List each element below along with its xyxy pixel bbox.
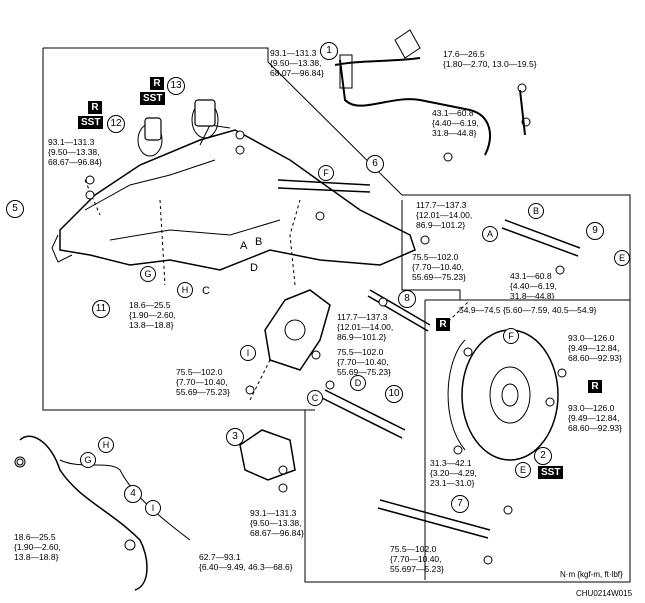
units-legend: N·m {kgf-m, ft·lbf} <box>560 570 623 579</box>
lateral-link <box>501 219 581 257</box>
dust-shield <box>447 339 466 451</box>
special-tool-marker: SST <box>78 116 104 129</box>
knuckle <box>264 289 331 371</box>
part-callout-11: 11 <box>92 300 110 318</box>
torque-spec: 93.0—126.0{9.49—12.84,68.60—92.93} <box>568 333 622 363</box>
figure-code: CHU0214W015 <box>576 589 633 598</box>
bushing-12 <box>144 117 162 141</box>
part-callout-13: 13 <box>167 77 185 95</box>
replace-marker: R <box>150 77 164 90</box>
torque-spec: 75.5—102.0{7.70—10.40,55.69—75.23} <box>412 252 466 282</box>
part-callout-6: 6 <box>366 155 384 173</box>
ref-letter-h: H <box>177 282 193 298</box>
part-callout-7: 7 <box>451 495 469 513</box>
toe-link <box>367 289 431 332</box>
torque-spec: 54.9—74.5 {5.60—7.59, 40.5—54.9} <box>459 305 597 315</box>
ref-letter-e: E <box>614 250 630 266</box>
ref-letter-f: F <box>318 165 334 181</box>
ref-letter-g: G <box>140 266 156 282</box>
torque-spec: 75.5—102.0{7.70—10.40,55.69—75.23} <box>337 347 391 377</box>
replace-marker: R <box>436 318 450 331</box>
part-callout-1: 1 <box>320 42 338 60</box>
ref-letter-h: H <box>98 437 114 453</box>
torque-spec: 75.5—102.0{7.70—10.40,55.69—75.23} <box>176 367 230 397</box>
ref-letter-i: I <box>145 500 161 516</box>
torque-spec: 18.6—25.5{1.90—2.60,13.8—18.8} <box>14 532 61 562</box>
bushing-13 <box>194 99 216 127</box>
ref-letter-g: G <box>80 452 96 468</box>
part-callout-10: 10 <box>385 385 403 403</box>
torque-spec: 93.1—131.3{9.50—13.38,68.07—96.84} <box>270 48 324 78</box>
ref-letter-e: E <box>515 462 531 478</box>
ref-letter-a: A <box>240 240 248 252</box>
ref-letter-b: B <box>528 203 544 219</box>
knuckle-box <box>304 299 631 583</box>
part-callout-5: 5 <box>6 200 24 218</box>
torque-spec: 43.1—60.8{4.40—6.19,31.8—44.8} <box>432 108 479 138</box>
part-callout-8: 8 <box>398 290 416 308</box>
bracket <box>239 429 296 481</box>
torque-spec: 62.7—93.1{6.40—9.49, 46.3—68.6} <box>199 552 293 572</box>
lower-arm <box>321 389 406 439</box>
torque-spec: 75.5—102.0{7.70—10.40,55.697—5.23} <box>390 544 444 574</box>
part-callout-3: 3 <box>226 428 244 446</box>
stabilizer-bar <box>334 57 491 156</box>
torque-spec: 93.1—131.3{9.50—13.38,68.67—96.84} <box>250 508 304 538</box>
ref-letter-d: D <box>350 375 366 391</box>
parking-brake-cable <box>19 435 148 591</box>
rear-link <box>377 499 491 539</box>
special-tool-marker: SST <box>140 92 166 105</box>
ref-letter-b: B <box>255 236 263 248</box>
left-frame-edge <box>42 48 315 411</box>
ref-letter-i: I <box>240 345 256 361</box>
brake-rotor <box>461 329 559 461</box>
ref-letter-a: A <box>482 226 498 242</box>
torque-spec: 17.6—26.5{1.80—2.70, 13.0—19.5} <box>443 49 537 69</box>
part-callout-12: 12 <box>107 115 125 133</box>
part-callout-2: 2 <box>534 447 552 465</box>
ref-letter-d: D <box>250 262 258 274</box>
torque-spec: 31.3—42.1{3.20—4.29,23.1—31.0} <box>430 458 477 488</box>
torque-spec: 117.7—137.3{12.01—14.00,86.9—101.2} <box>416 200 473 230</box>
torque-spec: 18.6—25.5{1.90—2.60,13.8—18.8} <box>129 300 176 330</box>
main-frame-outline <box>43 47 631 301</box>
replace-marker: R <box>588 380 602 393</box>
torque-spec: 93.1—131.3{9.50—13.38,68.67—96.84} <box>48 137 102 167</box>
part-callout-4: 4 <box>124 485 142 503</box>
special-tool-marker: SST <box>538 466 564 479</box>
ref-letter-c: C <box>202 285 210 297</box>
torque-spec: 93.0—126.0{9.49—12.84,68.60—92.93} <box>568 403 622 433</box>
part-callout-9: 9 <box>586 222 604 240</box>
ref-letter-c: C <box>307 390 323 406</box>
crossmember <box>59 129 416 271</box>
torque-spec: 43.1—60.8{4.40—6.19,31.8—44.8} <box>510 271 557 301</box>
ref-letter-f: F <box>503 328 519 344</box>
torque-spec: 117.7—137.3{12.01—14.00,86.9—101.2} <box>337 312 394 342</box>
replace-marker: R <box>88 101 102 114</box>
upper-link <box>277 179 371 193</box>
stabilizer-link <box>519 89 526 136</box>
